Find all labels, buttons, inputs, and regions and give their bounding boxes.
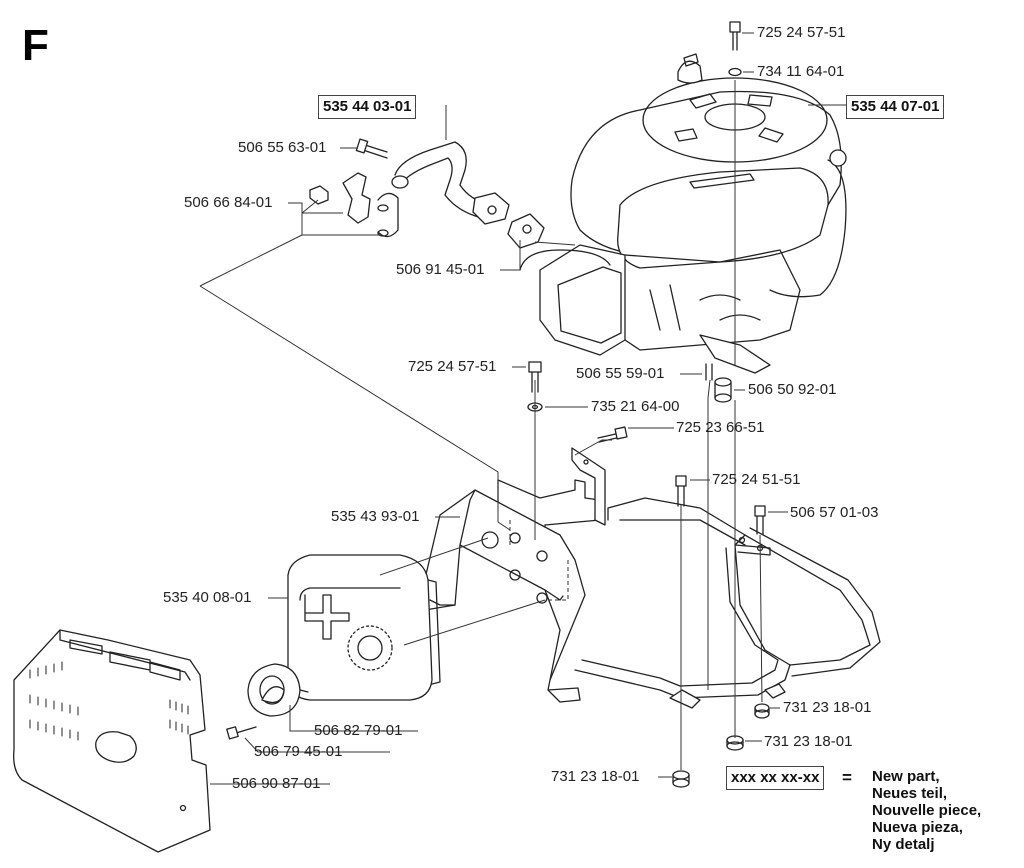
part-label-734-11-64-01: 734 11 64-01 [757, 63, 845, 80]
part-label-725-23-66-51: 725 23 66-51 [676, 419, 765, 436]
part-label-506-79-45-01: 506 79 45-01 [254, 743, 343, 760]
bolt-506-57-01-drawing [754, 505, 766, 535]
part-label-506-50-92-01: 506 50 92-01 [748, 381, 837, 398]
part-label-731-23-18-01-a: 731 23 18-01 [783, 699, 872, 716]
part-label-506-57-01-03: 506 57 01-03 [790, 504, 879, 521]
tube-frame-drawing [574, 497, 881, 709]
nut-731-23-18-c-drawing [672, 770, 690, 788]
legend-line-fr: Nouvelle piece, [872, 802, 982, 819]
bolt-725-23-66-drawing [597, 426, 628, 443]
engine-part-number: 535 44 07-01 [846, 95, 945, 119]
spark-arrestor-drawing [247, 663, 309, 717]
engine-drawing [519, 53, 847, 374]
nut-731-23-18-a-drawing [754, 703, 770, 719]
legend-line-en: New part, [872, 768, 940, 785]
part-label-731-23-18-01-b: 731 23 18-01 [764, 733, 853, 750]
part-label-506-82-79-01: 506 82 79-01 [314, 722, 403, 739]
screw-506-79-45-drawing [226, 726, 257, 740]
part-label-506-90-87-01: 506 90 87-01 [232, 775, 321, 792]
legend-line-sv: Ny detalj [872, 836, 935, 853]
part-label-535-43-93-01: 535 43 93-01 [331, 508, 420, 525]
legend-line-de: Neues teil, [872, 785, 948, 802]
part-label-506-55-59-01: 506 55 59-01 [576, 365, 665, 382]
part-label-725-24-57-51-top: 725 24 57-51 [757, 24, 846, 41]
breather-tube-drawing [391, 141, 545, 249]
screw-506-55-63-drawing [355, 138, 388, 159]
legend-placeholder: xxx xx xx-xx [726, 766, 825, 790]
leader-lines [199, 32, 848, 785]
legend-equals: = [842, 768, 852, 787]
pin-506-55-59-drawing [705, 363, 713, 381]
spacer-506-50-92-drawing [714, 377, 732, 403]
part-label-725-24-57-51-mid: 725 24 57-51 [408, 358, 497, 375]
part-label-735-21-64-00: 735 21 64-00 [591, 398, 680, 415]
section-letter: F [22, 21, 49, 70]
breather-tube-part-number: 535 44 03-01 [318, 95, 417, 119]
clamp-set-drawing [309, 172, 399, 238]
bolt-725-24-51-drawing [675, 475, 687, 507]
muffler-drawing [287, 554, 441, 701]
part-label-506-55-63-01: 506 55 63-01 [238, 139, 327, 156]
legend-line-es: Nueva pieza, [872, 819, 963, 836]
part-label-725-24-51-51: 725 24 51-51 [712, 471, 801, 488]
part-label-506-66-84-01: 506 66 84-01 [184, 194, 273, 211]
muffler-guard-drawing [13, 629, 211, 853]
part-label-506-91-45-01: 506 91 45-01 [396, 261, 485, 278]
bolt-725-24-57-top-drawing [728, 21, 742, 77]
part-label-535-40-08-01: 535 40 08-01 [163, 589, 252, 606]
part-label-731-23-18-01-c: 731 23 18-01 [551, 768, 640, 785]
nut-731-23-18-b-drawing [726, 735, 744, 751]
legend-text: New part, Neues teil, Nouvelle piece, Nu… [872, 768, 981, 853]
